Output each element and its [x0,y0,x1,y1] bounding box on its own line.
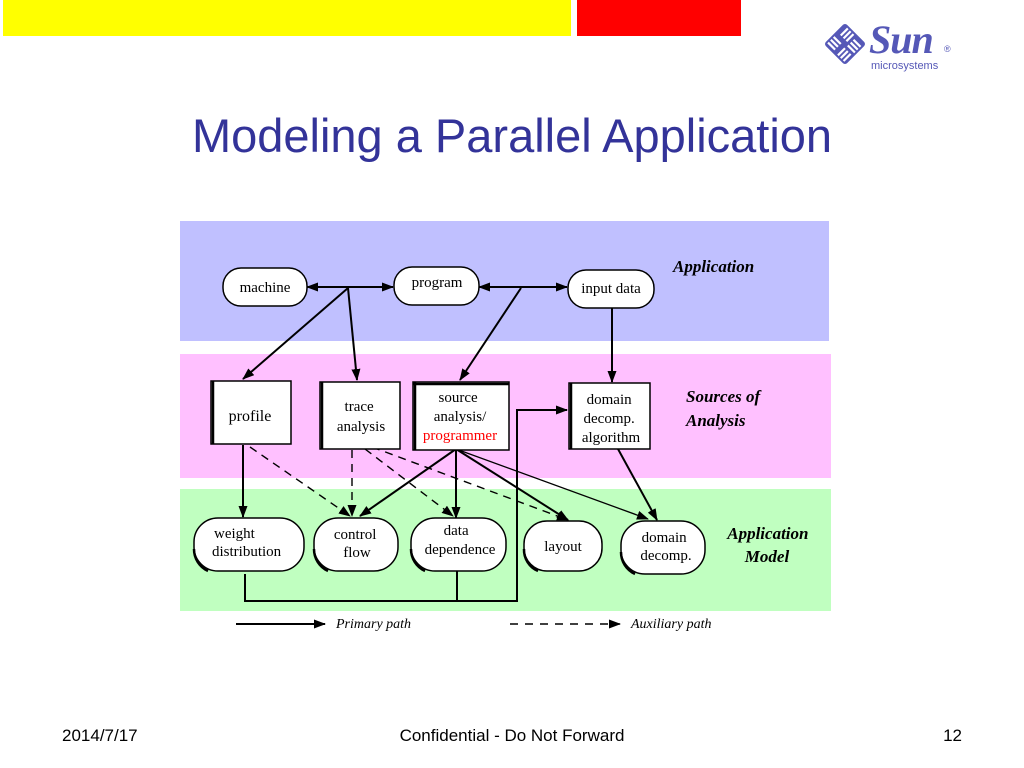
lane-label-application: Application [672,257,754,276]
programmer-highlight: programmer [423,428,497,444]
legend-auxiliary-label: Auxiliary path [630,617,712,632]
slide-title: Modeling a Parallel Application [191,109,833,162]
svg-text:source analysis/: source analysis/ [434,390,487,425]
svg-text:data dependence: data dependence [425,523,496,558]
node-source-analysis: source analysis/ programmer [412,381,510,451]
node-domain-algorithm: domain decomp. algorithm [568,382,651,450]
svg-text:profile: profile [229,408,272,425]
edge-source-to-layout [455,448,569,521]
edge-aux-trace-data [364,448,454,517]
edge-source-to-domain-decomp-thin [455,448,649,520]
svg-text:machine: machine [240,280,291,296]
logo-subtitle: microsystems [871,60,939,72]
top-bar-red [577,0,741,36]
node-profile: profile [210,380,292,445]
sun-logo-mark-icon [825,24,865,64]
logo-registered-mark: ® [944,44,951,54]
sun-logo: Sun ® microsystems [822,17,954,78]
lane-label-sources: Sources of Analysis [685,387,764,430]
edge-aux-trace-layout [371,446,569,521]
footer-confidential: Confidential - Do Not Forward [399,726,625,745]
edge-source-to-control [359,448,457,517]
node-program: program [393,266,480,306]
node-data-dependence: data dependence [409,517,507,573]
node-control-flow: control flow [312,517,399,573]
lane-label-model: Application Model [726,524,812,566]
edge-feedback-loop [244,405,568,602]
footer-date: 2014/7/17 [62,726,138,745]
node-layout: layout [522,520,603,573]
page-number: 12 [943,726,962,745]
edge-aux-profile-control [249,446,351,517]
svg-text:trace analysis: trace analysis [337,399,385,435]
svg-text:domain decomp. alg: domain decomp. algorithm [582,392,641,446]
edge-to-trace [347,287,361,381]
svg-text:input data: input data [581,281,641,297]
edge-to-profile [242,287,349,380]
legend-primary-label: Primary path [335,617,411,632]
svg-text:control flow: control flow [334,527,380,561]
svg-text:domain decomp.: domain decomp. [640,530,691,564]
top-bar-yellow [3,0,571,36]
svg-text:weight distribution: weight distribution [212,526,282,560]
edge-to-source [459,287,522,381]
legend: Primary path Auxiliary path [236,617,712,632]
node-domain-decomp: domain decomp. [619,520,706,576]
svg-text:program: program [412,275,463,291]
logo-wordmark: Sun [869,17,934,62]
node-input-data: input data [567,269,655,309]
node-trace-analysis: trace analysis [319,381,401,450]
svg-text:layout: layout [544,539,582,555]
node-machine: machine [222,267,308,307]
edge-domain-to-decomp [617,448,658,521]
node-weight-distribution: weight distribution [192,517,305,573]
